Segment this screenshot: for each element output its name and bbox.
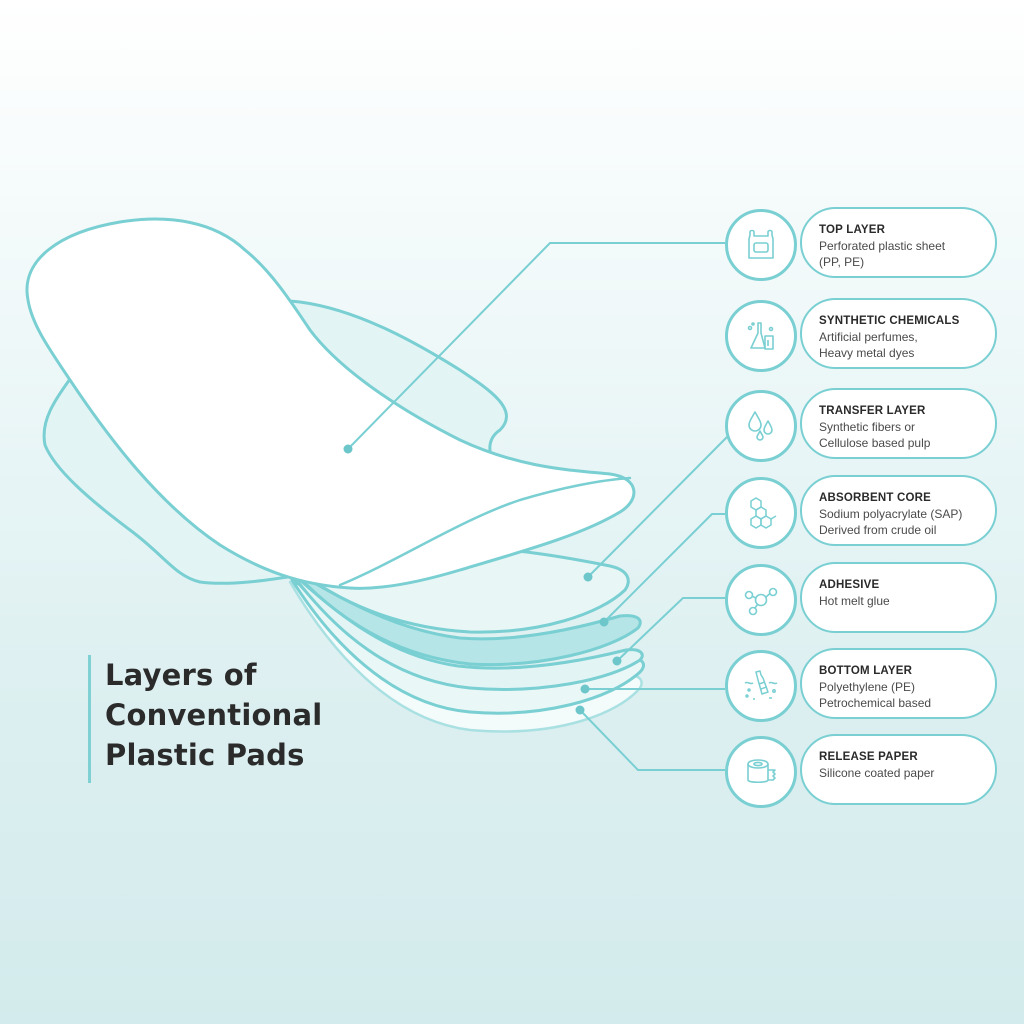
connector-absorbent-core <box>603 513 725 623</box>
layer-desc-line: Silicone coated paper <box>819 766 935 780</box>
layer-row-adhesive: ADHESIVE Hot melt glue <box>722 562 1002 638</box>
layer-row-release-paper: RELEASE PAPER Silicone coated paper <box>722 734 1002 810</box>
tape-roll-icon <box>725 736 797 808</box>
layer-title: BOTTOM LAYER <box>819 665 913 677</box>
water-drops-icon <box>725 390 797 462</box>
layer-desc-line: Hot melt glue <box>819 594 890 608</box>
layer-desc-line: Artificial perfumes, <box>819 330 918 344</box>
layer-card: BOTTOM LAYER Polyethylene (PE) Petrochem… <box>800 648 997 719</box>
layer-desc-line: Polyethylene (PE) <box>819 680 916 694</box>
layer-desc-line: (PP, PE) <box>819 255 865 269</box>
layer-desc-line: Cellulose based pulp <box>819 436 931 450</box>
layer-card: RELEASE PAPER Silicone coated paper <box>800 734 997 805</box>
plastic-bag-icon <box>725 209 797 281</box>
connector-transfer-layer <box>587 435 729 578</box>
layer-desc-line: Sodium polyacrylate (SAP) <box>819 507 963 521</box>
pad-top-sheet <box>25 217 636 590</box>
layer-row-transfer-layer: TRANSFER LAYER Synthetic fibers or Cellu… <box>722 388 1002 464</box>
connector-dot-top-layer <box>343 444 353 454</box>
layer-desc-line: Synthetic fibers or <box>819 420 916 434</box>
layer-card: TOP LAYER Perforated plastic sheet (PP, … <box>800 207 997 278</box>
layer-adhesive <box>293 576 644 691</box>
layer-card: ADHESIVE Hot melt glue <box>800 562 997 633</box>
layer-title: ABSORBENT CORE <box>819 492 932 504</box>
layer-desc-line: Derived from crude oil <box>819 523 937 537</box>
connector-top-layer <box>347 242 725 450</box>
layer-title: TOP LAYER <box>819 224 886 236</box>
plastic-bottle-icon <box>725 650 797 722</box>
layer-title: RELEASE PAPER <box>819 751 918 763</box>
chemistry-flask-icon <box>725 300 797 372</box>
molecule-nodes-icon <box>725 564 797 636</box>
layer-title: TRANSFER LAYER <box>819 405 926 417</box>
connector-adhesive <box>616 597 725 662</box>
layer-desc-line: Heavy metal dyes <box>819 346 915 360</box>
layer-row-synthetic-chemicals: SYNTHETIC CHEMICALS Artificial perfumes,… <box>722 298 1002 374</box>
molecule-hexagon-icon <box>725 477 797 549</box>
layer-row-top-layer: TOP LAYER Perforated plastic sheet (PP, … <box>722 207 1002 283</box>
connector-dot-absorbent-core <box>599 617 609 627</box>
page-title: Layers of Conventional Plastic Pads <box>88 655 322 783</box>
layer-absorbent-core <box>296 574 642 667</box>
layer-desc-line: Petrochemical based <box>819 696 932 710</box>
connector-dot-adhesive <box>612 656 622 666</box>
layer-card: ABSORBENT CORE Sodium polyacrylate (SAP)… <box>800 475 997 546</box>
title-line-1: Layers of <box>105 658 257 692</box>
layer-card: SYNTHETIC CHEMICALS Artificial perfumes,… <box>800 298 997 369</box>
connector-release-paper <box>579 709 725 771</box>
layer-row-bottom-layer: BOTTOM LAYER Polyethylene (PE) Petrochem… <box>722 648 1002 724</box>
layer-row-absorbent-core: ABSORBENT CORE Sodium polyacrylate (SAP)… <box>722 475 1002 551</box>
title-line-3: Plastic Pads <box>105 738 305 772</box>
layer-title: ADHESIVE <box>819 579 880 591</box>
layer-card: TRANSFER LAYER Synthetic fibers or Cellu… <box>800 388 997 459</box>
connector-dot-transfer-layer <box>583 572 593 582</box>
connector-dot-bottom-layer <box>580 684 590 694</box>
layer-title: SYNTHETIC CHEMICALS <box>819 315 960 327</box>
title-line-2: Conventional <box>105 698 323 732</box>
layer-desc-line: Perforated plastic sheet <box>819 239 946 253</box>
connector-dot-release-paper <box>575 705 585 715</box>
